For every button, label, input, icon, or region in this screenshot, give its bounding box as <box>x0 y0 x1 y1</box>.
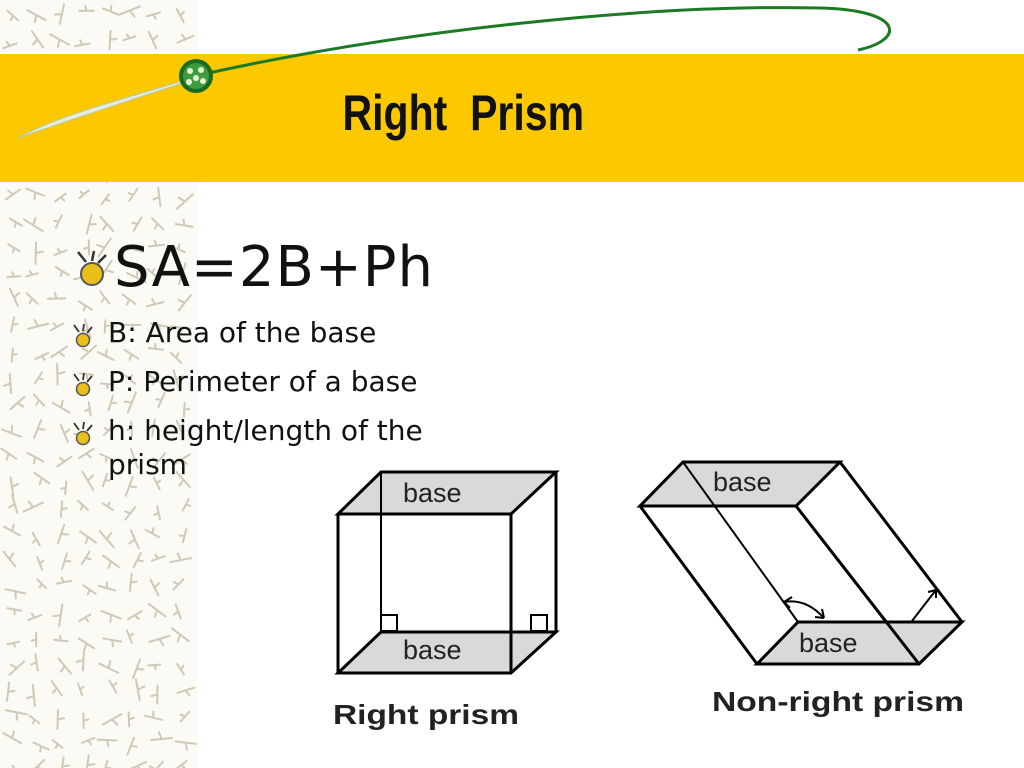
bug-bullet-icon <box>73 422 93 446</box>
right-prism-caption: Right prism <box>333 699 519 730</box>
swoosh-decoration <box>17 6 891 139</box>
bullet-item: B: Area of the base <box>72 316 376 350</box>
bullet-text: B: Area of the base <box>108 316 377 349</box>
angle-arc-marker <box>911 589 937 622</box>
non-right-prism-caption: Non-right prism <box>712 686 964 717</box>
angle-arc-marker <box>783 600 825 619</box>
non-right-prism-top-label: base <box>713 467 772 497</box>
right-prism-bottom-label: base <box>403 635 462 665</box>
non-right-prism-bottom-label: base <box>799 628 858 658</box>
right-prism-top-label: base <box>403 478 462 508</box>
right-angle-marker <box>530 614 548 632</box>
title-banner <box>0 54 1024 182</box>
right-prism-figure <box>334 470 560 675</box>
non-right-prism-figure <box>636 460 966 666</box>
bug-bullet-icon <box>73 324 93 348</box>
bullet-text: h: height/length of the prism <box>108 414 423 481</box>
formula-bullet: SA=2B+Ph <box>72 236 434 300</box>
slide-title: Right Prism <box>342 85 585 141</box>
bullet-text: P: Perimeter of a base <box>108 365 418 398</box>
bullet-item: h: height/length of the prism <box>72 414 472 482</box>
surface-area-formula: SA=2B+Ph <box>114 235 435 300</box>
bug-bullet-icon <box>77 250 107 286</box>
non-right-prism-bottom-base <box>753 620 966 666</box>
pattern-graphic <box>0 3 198 768</box>
bug-bullet-icon <box>73 373 93 397</box>
green-node-icon <box>179 59 213 93</box>
bullet-item: P: Perimeter of a base <box>72 365 417 399</box>
right-angle-marker <box>380 614 398 632</box>
